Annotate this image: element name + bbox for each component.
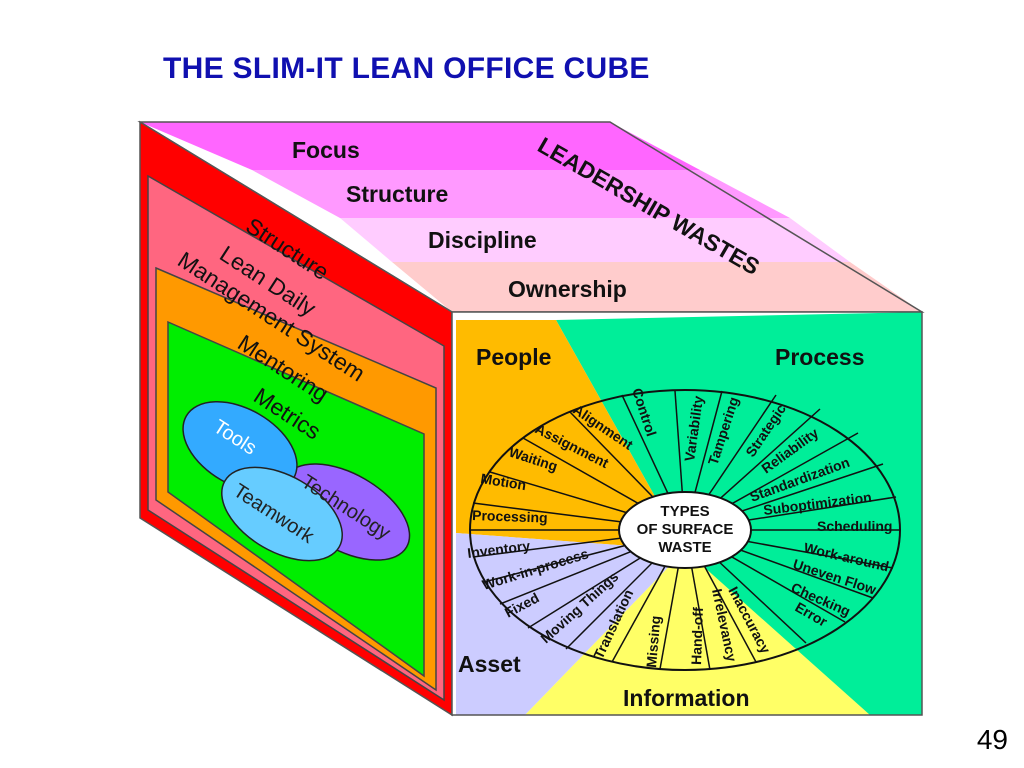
front-face: TYPES OF SURFACE WASTE People Process As… (451, 311, 923, 716)
left-face: Structure Lean Daily Management System M… (139, 120, 453, 717)
center-hub (618, 491, 752, 569)
slide-title: THE SLIM-IT LEAN OFFICE CUBE (163, 52, 650, 85)
quadrant-people (456, 320, 685, 550)
top-face: Focus Structure Discipline Ownership LEA… (137, 121, 925, 313)
center-label-line2: OF SURFACE (637, 521, 734, 538)
waste-processing: Processing (472, 507, 548, 526)
top-label-ownership: Ownership (508, 276, 627, 302)
quadrant-asset (456, 533, 685, 715)
oval-teamwork (221, 466, 343, 562)
waste-hand-off: Hand-off (688, 607, 706, 665)
top-label-structure: Structure (346, 181, 448, 207)
quadrant-information (525, 550, 870, 715)
top-layer-discipline (340, 218, 850, 262)
waste-missing: Missing (643, 615, 663, 668)
center-label-line3: WASTE (658, 539, 711, 556)
quadrant-label-asset: Asset (458, 651, 521, 677)
page-number: 49 (976, 724, 1008, 755)
waste-inventory: Inventory (466, 537, 531, 561)
quadrant-label-people: People (476, 344, 551, 370)
top-layer-focus (140, 122, 700, 170)
top-layer-ownership (392, 262, 922, 312)
quadrant-label-process: Process (775, 344, 865, 370)
quadrant-label-information: Information (623, 685, 750, 711)
waste-motion: Motion (480, 470, 528, 493)
top-label-discipline: Discipline (428, 227, 537, 253)
top-layer-structure (252, 170, 790, 218)
top-label-focus: Focus (292, 137, 360, 163)
waste-scheduling: Scheduling (817, 518, 892, 534)
center-label-line1: TYPES (660, 503, 709, 520)
